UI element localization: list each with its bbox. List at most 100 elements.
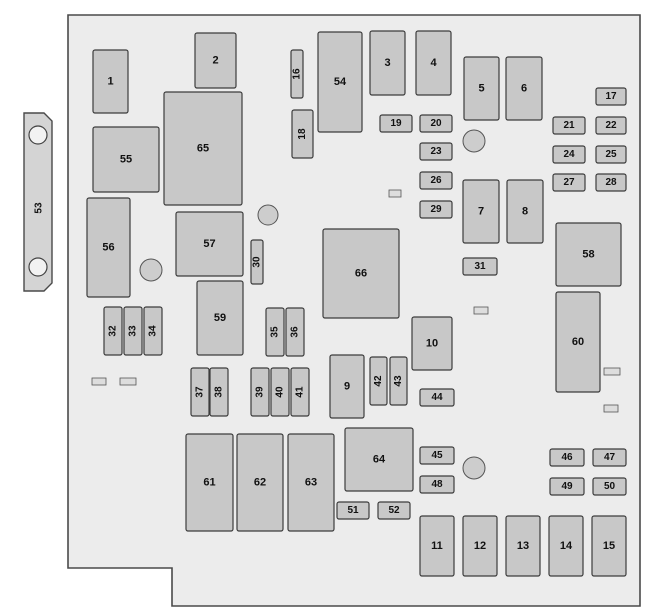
mounting-boss xyxy=(462,129,486,153)
fuse-11-label: 11 xyxy=(431,540,443,552)
fuse-28-box xyxy=(595,173,627,192)
fuse-57: 57 xyxy=(175,211,244,277)
fuse-5-label: 5 xyxy=(478,83,484,95)
fuse-13-label: 13 xyxy=(517,540,529,552)
fuse-47: 47 xyxy=(592,448,627,467)
fuse-37: 37 xyxy=(190,367,210,417)
fuse-13: 13 xyxy=(505,515,541,577)
fuse-57-box xyxy=(175,211,244,277)
fuse-30-box xyxy=(250,239,264,285)
fuse-10-box xyxy=(411,316,453,371)
fuse-39-label: 39 xyxy=(255,386,266,398)
fuse-64-box xyxy=(344,427,414,492)
fuse-64-label: 64 xyxy=(373,454,386,466)
fuse-33: 33 xyxy=(123,306,143,356)
fuse-17-label: 17 xyxy=(605,91,617,102)
fuse-66: 66 xyxy=(322,228,400,319)
fuse-18: 18 xyxy=(291,109,314,159)
fuse-51: 51 xyxy=(336,501,370,520)
fuse-30: 30 xyxy=(250,239,264,285)
fuse-22: 22 xyxy=(595,116,627,135)
fuse-53-label: 53 xyxy=(34,202,45,214)
fuse-21-box xyxy=(552,116,586,135)
fuse-40: 40 xyxy=(270,367,290,417)
fuse-62-label: 62 xyxy=(254,477,266,489)
fuse-6-box xyxy=(505,56,543,121)
fuse-44: 44 xyxy=(419,388,455,407)
fuse-9-label: 9 xyxy=(344,381,350,393)
fuse-46: 46 xyxy=(549,448,585,467)
small-terminal xyxy=(603,367,621,376)
fuse-26: 26 xyxy=(419,171,453,190)
fuse-4-box xyxy=(415,30,452,96)
fuse-15-label: 15 xyxy=(603,540,615,552)
fuse-40-label: 40 xyxy=(275,386,286,398)
fuse-9: 9 xyxy=(329,354,365,419)
fuse-30-label: 30 xyxy=(252,256,263,268)
fuse-19-box xyxy=(379,114,413,133)
fuse-59-box xyxy=(196,280,244,356)
fuse-17-box xyxy=(595,87,627,106)
fuse-32: 32 xyxy=(103,306,123,356)
fuse-13-box xyxy=(505,515,541,577)
fuse-60-label: 60 xyxy=(572,336,584,348)
fuse-10: 10 xyxy=(411,316,453,371)
fuse-38-box xyxy=(209,367,229,417)
fuse-19-label: 19 xyxy=(390,118,402,129)
fuse-8-box xyxy=(506,179,544,244)
fuse-65-box xyxy=(163,91,243,206)
fuse-54-box xyxy=(317,31,363,133)
fuse-36: 36 xyxy=(285,307,305,357)
fuse-52-box xyxy=(377,501,411,520)
fuse-48: 48 xyxy=(419,475,455,494)
fuse-47-label: 47 xyxy=(604,452,616,463)
fuse-42-box xyxy=(369,356,388,406)
fuse-49-box xyxy=(549,477,585,496)
fuse-22-label: 22 xyxy=(605,120,617,131)
fuse-7-box xyxy=(462,179,500,244)
fuse-14: 14 xyxy=(548,515,584,577)
mounting-bracket xyxy=(23,112,53,292)
fuse-14-box xyxy=(548,515,584,577)
fuse-1-box xyxy=(92,49,129,114)
fuse-55-label: 55 xyxy=(120,154,132,166)
fuse-11: 11 xyxy=(419,515,455,577)
fuse-44-box xyxy=(419,388,455,407)
fuse-27-label: 27 xyxy=(563,177,575,188)
fuse-44-label: 44 xyxy=(431,392,443,403)
fuse-62-box xyxy=(236,433,284,532)
fuse-21-label: 21 xyxy=(563,120,575,131)
fuse-59-label: 59 xyxy=(214,312,226,324)
fuse-51-label: 51 xyxy=(347,505,359,516)
fuse-46-label: 46 xyxy=(561,452,573,463)
fuse-1-label: 1 xyxy=(107,76,113,88)
fuse-31-label: 31 xyxy=(474,261,486,272)
fuse-15-box xyxy=(591,515,627,577)
fuse-48-label: 48 xyxy=(431,479,443,490)
fuse-59: 59 xyxy=(196,280,244,356)
fuse-8: 8 xyxy=(506,179,544,244)
bracket-hole-bottom xyxy=(28,257,48,277)
fuse-62: 62 xyxy=(236,433,284,532)
fuse-18-box xyxy=(291,109,314,159)
fuse-58-box xyxy=(555,222,622,287)
fuse-11-box xyxy=(419,515,455,577)
fuse-4: 4 xyxy=(415,30,452,96)
fuse-23-label: 23 xyxy=(430,146,442,157)
fuse-63-box xyxy=(287,433,335,532)
fuse-34: 34 xyxy=(143,306,163,356)
fuse-3-box xyxy=(369,30,406,96)
fuse-25: 25 xyxy=(595,145,627,164)
fuse-42: 42 xyxy=(369,356,388,406)
small-terminal xyxy=(473,306,489,315)
mounting-boss xyxy=(257,204,279,226)
fuse-48-box xyxy=(419,475,455,494)
fuse-50-box xyxy=(592,477,627,496)
fuse-12-box xyxy=(462,515,498,577)
bracket-hole-top xyxy=(28,125,48,145)
fuse-3-label: 3 xyxy=(384,57,390,69)
fuse-63-label: 63 xyxy=(305,477,317,489)
fuse-33-box xyxy=(123,306,143,356)
fuse-56-label: 56 xyxy=(102,242,114,254)
fuse-52: 52 xyxy=(377,501,411,520)
